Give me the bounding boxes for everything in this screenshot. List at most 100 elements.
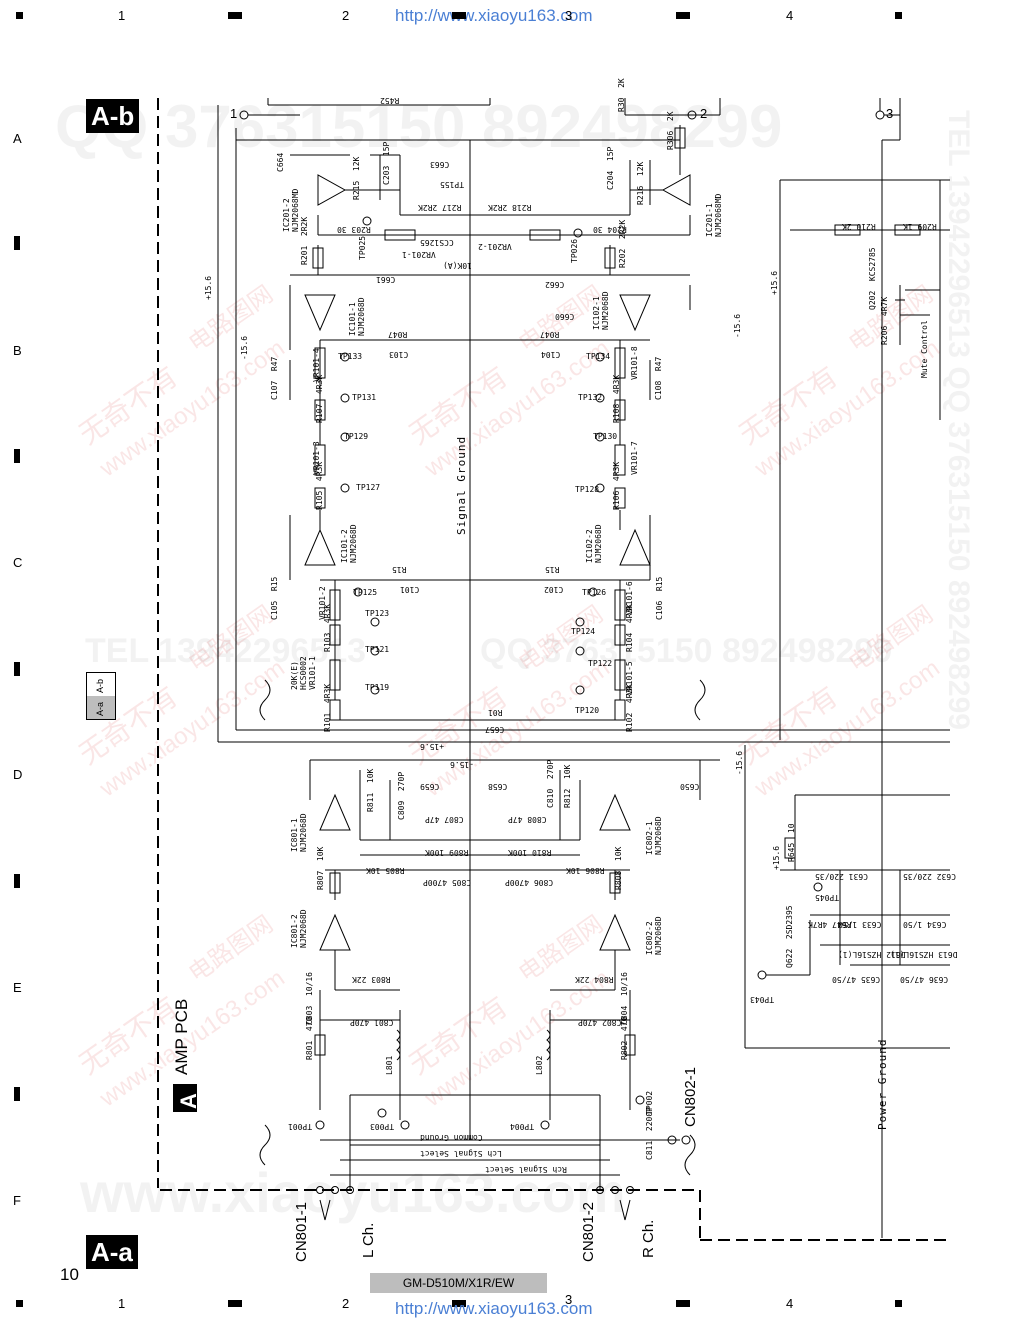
component-label: R206 4R7K xyxy=(880,296,889,345)
component-label: C661 xyxy=(376,275,396,284)
grid-mark xyxy=(14,874,20,888)
component-label: R047 xyxy=(388,330,408,339)
component-label: C805 4700P xyxy=(423,878,472,887)
header-url[interactable]: http://www.xiaoyu163.com xyxy=(395,6,593,25)
grid-mark xyxy=(228,1300,242,1307)
component-label: R809 100K xyxy=(425,848,469,857)
component-label: C203 15P xyxy=(382,141,391,185)
pcb-letter-box: A xyxy=(173,1084,201,1112)
component-label: TP130 xyxy=(593,432,618,441)
component-label: TP026 xyxy=(570,238,579,263)
component-label: Q202 KCS2785 xyxy=(868,247,877,310)
component-label: R645 10 xyxy=(787,823,796,862)
rail-pos-label: +15.6 xyxy=(204,275,213,300)
component-label: R108 4R3K xyxy=(612,374,621,423)
component-label: R209 1K xyxy=(903,222,937,231)
page-number: 10 xyxy=(60,1265,79,1284)
mute-control-label: Mute Control xyxy=(920,320,929,378)
grid-mark xyxy=(14,236,20,250)
grid-row-label: A xyxy=(13,131,22,146)
component-label: R01 xyxy=(488,708,503,717)
component-label: CCS1265 xyxy=(420,238,454,247)
component-label: TP129 xyxy=(344,432,369,441)
ic101-2-label: IC101-2 NJM2068D xyxy=(340,524,358,563)
component-label: R210 2K xyxy=(842,222,876,231)
component-label: C810 270P xyxy=(546,759,555,808)
cn801-2-label: CN801-2 xyxy=(580,1201,597,1262)
component-label: R801 470 xyxy=(305,1016,314,1060)
rail-neg-label: -15.6 xyxy=(240,335,249,360)
component-label: C663 xyxy=(430,160,450,169)
grid-mark xyxy=(895,1300,902,1307)
component-label: C806 4700P xyxy=(505,878,554,887)
grid-mark xyxy=(676,1300,690,1307)
ic102-2-label: IC102-2 NJM2068D xyxy=(585,524,603,563)
power-ground-label: Power Ground xyxy=(876,1038,889,1130)
rail-neg-label: -15.6 xyxy=(735,750,744,775)
component-label: VR101-8 xyxy=(630,346,639,380)
component-label: C103 xyxy=(389,350,409,359)
component-label: C664 xyxy=(276,152,285,172)
grid-col-label: 1 xyxy=(118,1296,126,1311)
signal-ground-label: Signal Ground xyxy=(455,435,468,535)
grid-col-label: 3 xyxy=(565,1292,573,1307)
component-label: C204 15P xyxy=(606,146,615,190)
grid-mark xyxy=(228,12,242,19)
component-label: TP045 xyxy=(815,893,840,902)
component-label: TP004 xyxy=(510,1122,535,1131)
grid-row-label: F xyxy=(13,1193,21,1208)
ic201-2-label: IC201-2 NJM2068MD xyxy=(282,188,300,232)
cn802-1-label: CN802-1 xyxy=(682,1066,699,1127)
component-label: TP131 xyxy=(352,393,377,402)
grid-col-label: 4 xyxy=(786,1296,794,1311)
watermark-tel-mid: TEL 13942296513 xyxy=(85,632,367,670)
component-label: TP124 xyxy=(571,627,596,636)
component-label: R217 2R2K xyxy=(418,203,462,212)
mini-index-box: A-b A-a xyxy=(86,672,116,720)
component-label: TP155 xyxy=(440,180,465,189)
grid-col-label: 1 xyxy=(118,8,126,23)
footer-url[interactable]: http://www.xiaoyu163.com xyxy=(395,1299,593,1318)
component-label: R105 4R3K xyxy=(315,461,324,510)
l-ch-label: L Ch. xyxy=(360,1222,377,1258)
component-label: R104 4R3K xyxy=(625,603,634,652)
component-label: R106 4R3K xyxy=(612,461,621,510)
component-label: R103 4R3K xyxy=(323,603,332,652)
grid-col-label: 2 xyxy=(342,1296,350,1311)
component-label: TP121 xyxy=(365,645,390,654)
component-label: R107 4R3K xyxy=(315,374,324,423)
component-label: TP128 xyxy=(575,485,600,494)
component-label: C633 1/50 xyxy=(838,920,882,929)
component-label: R15 xyxy=(545,565,560,574)
component-label: R804 22K xyxy=(575,975,614,984)
component-label: TP126 xyxy=(582,588,607,597)
component-label: VR201-1 xyxy=(402,250,436,259)
ic802-2-label: IC802-2 NJM2068D xyxy=(645,916,663,955)
ic102-1-label: IC102-1 NJM2068D xyxy=(592,291,610,330)
component-label: C807 47P xyxy=(425,815,464,824)
grid-row-label: C xyxy=(13,555,23,570)
connector-point-1: 1 xyxy=(230,106,238,121)
component-label: C105 R15 xyxy=(270,576,279,620)
component-label: C811 2200P xyxy=(645,1107,654,1160)
component-label: R802 470 xyxy=(620,1016,629,1060)
watermark-qq-top: QQ 376315150 892498299 xyxy=(55,93,783,160)
component-label: L802 xyxy=(535,1055,544,1075)
component-label: TP120 xyxy=(575,706,600,715)
component-label: VR201-2 xyxy=(478,242,512,251)
component-label: C107 R47 xyxy=(270,356,279,400)
component-label: R101 4R3K xyxy=(323,683,332,732)
component-label: C636 47/50 xyxy=(900,975,949,984)
component-label: C108 R47 xyxy=(654,356,663,400)
grid-mark xyxy=(452,1300,466,1307)
grid-mark xyxy=(452,12,466,19)
component-label: R047 xyxy=(540,330,560,339)
component-label: C658 xyxy=(488,782,508,791)
component-label: Q622 2SD2395 xyxy=(785,905,794,968)
grid-mark xyxy=(895,12,902,19)
component-label: C635 47/50 xyxy=(832,975,881,984)
component-label: TP133 xyxy=(338,352,363,361)
component-label: C801 470P xyxy=(350,1018,394,1027)
grid-mark xyxy=(14,662,20,676)
